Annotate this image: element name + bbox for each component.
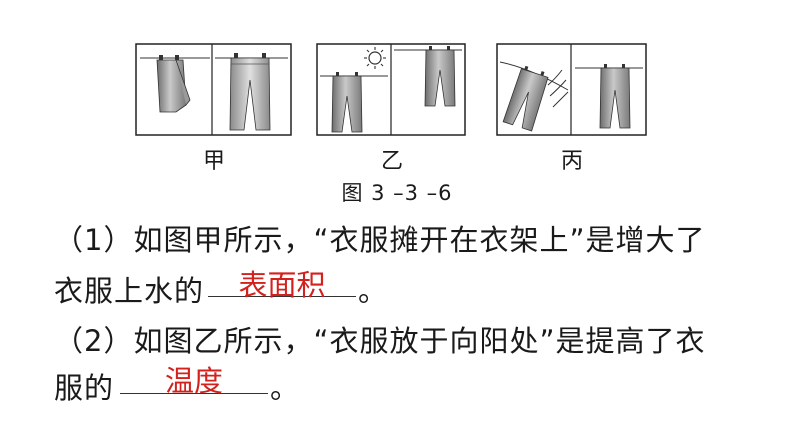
folded-pants-icon	[156, 55, 191, 113]
panel-label-yi: 乙	[380, 149, 403, 174]
question-2-blank[interactable]	[120, 393, 268, 394]
question-2-line-1: （2）如图乙所示，“衣服放于向阳处”是提高了衣	[54, 324, 706, 358]
drying-clothes-figure	[135, 43, 647, 136]
panel-label-jia: 甲	[202, 149, 225, 174]
panel-bing	[496, 43, 647, 136]
panel-label-bing: 丙	[560, 149, 583, 174]
question-1-blank[interactable]	[208, 296, 356, 297]
question-2-answer: 温度	[164, 364, 223, 398]
shaded-pants-icon	[331, 72, 363, 133]
panel-jia	[135, 43, 292, 136]
question-2-line-2-suffix: 。	[270, 371, 301, 405]
figure-caption: 图 3 –3 –6	[341, 181, 453, 205]
sun-icon	[364, 47, 386, 69]
panel-yi	[316, 43, 466, 136]
spread-pants-icon	[229, 53, 271, 131]
question-1-answer: 表面积	[238, 268, 326, 302]
question-2-line-2-prefix: 服的	[54, 371, 115, 405]
question-1-line-2-suffix: 。	[358, 274, 389, 308]
sunny-pants-icon	[424, 46, 456, 107]
question-1-line-1: （1）如图甲所示，“衣服摊开在衣架上”是增大了	[54, 223, 706, 257]
wind-icon	[547, 69, 569, 108]
calm-pants-icon	[599, 64, 631, 129]
question-1-line-2-prefix: 衣服上水的	[54, 274, 205, 308]
windy-pants-icon	[502, 65, 549, 132]
